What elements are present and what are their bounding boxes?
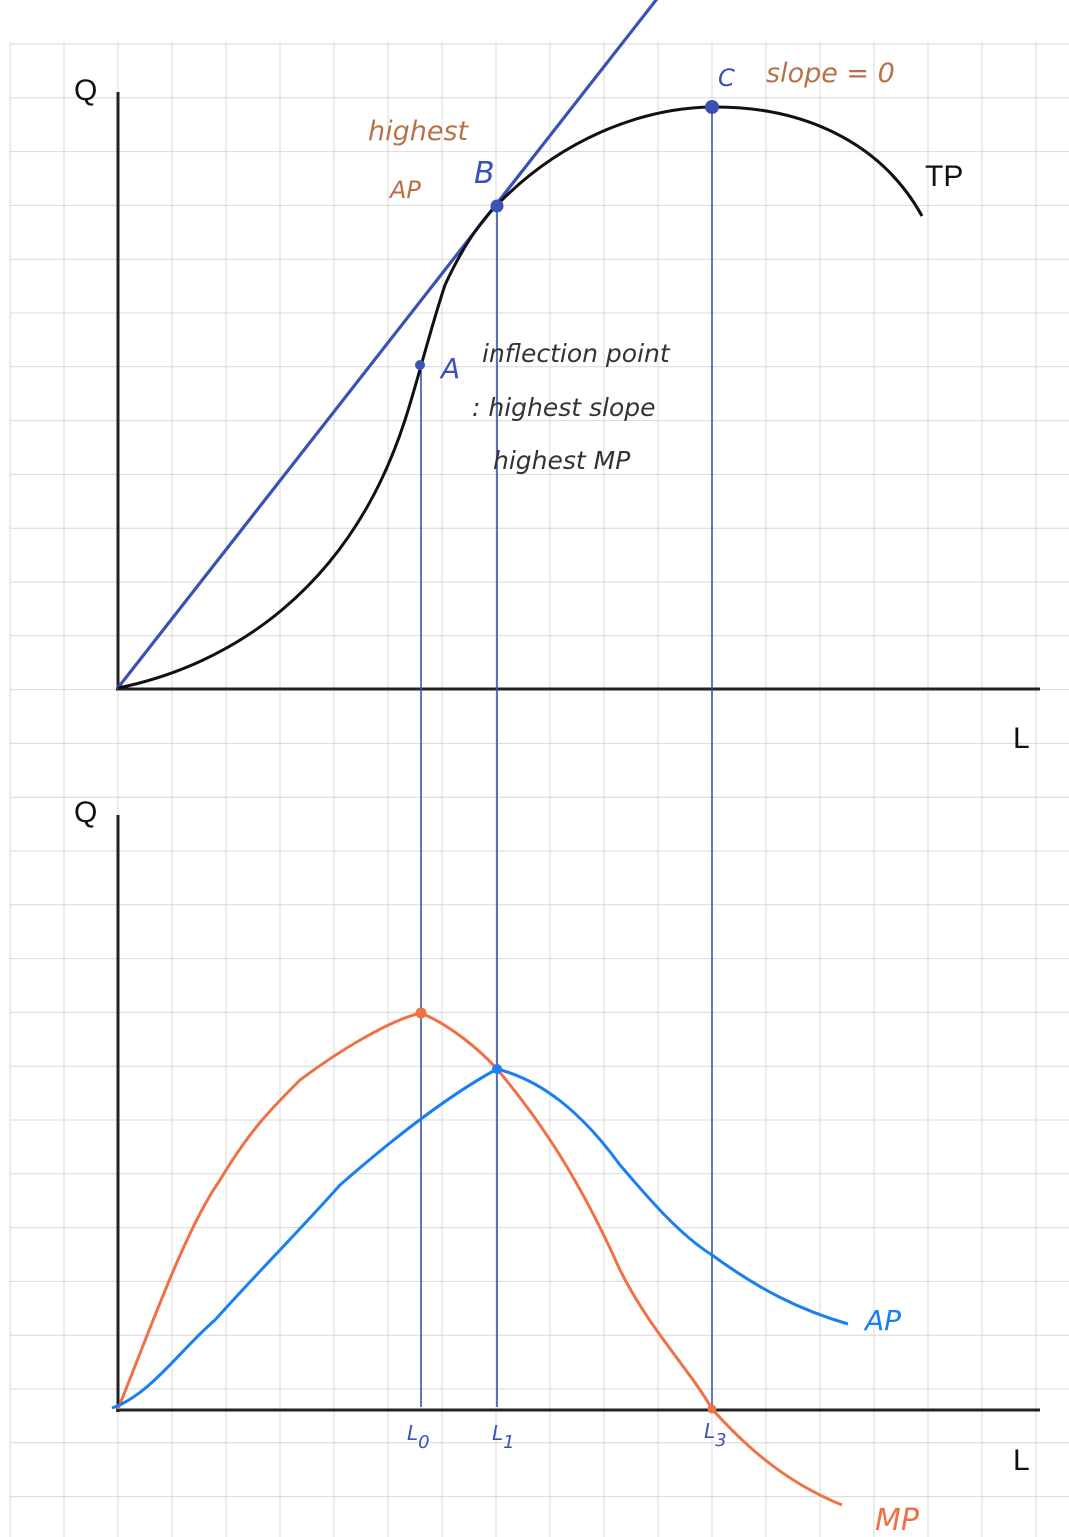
- mp-zero-marker: [707, 1404, 717, 1414]
- point-b-marker: [490, 199, 504, 213]
- inflection-note-line2: : highest slope: [472, 393, 656, 422]
- tangent-ray: [115, 0, 659, 690]
- tick-label-l1: L1: [492, 1421, 515, 1453]
- point-b-label: B: [474, 156, 495, 191]
- mp-peak-marker: [415, 1007, 427, 1019]
- point-a-label: A: [439, 352, 460, 385]
- ap-mp-intersection-marker: [492, 1064, 502, 1074]
- bottom-x-axis-label: L: [1013, 1444, 1030, 1477]
- inflection-note-line3: highest MP: [493, 446, 631, 475]
- ap-curve: [111, 1067, 849, 1410]
- tick-label-l3: L3: [704, 1419, 727, 1451]
- slope-zero-note: slope = 0: [766, 58, 895, 89]
- tp-curve-label: TP: [925, 160, 963, 193]
- grid-background: [9, 42, 1069, 1537]
- top-panel: Q L TP A B C highest AP slope = 0 inflec…: [74, 0, 1040, 1407]
- tick-label-l0: L0: [407, 1421, 430, 1453]
- top-x-axis-label: L: [1013, 722, 1030, 755]
- mp-curve-label: MP: [875, 1503, 920, 1537]
- bottom-y-axis-label: Q: [74, 796, 97, 829]
- inflection-note-line1: inflection point: [482, 339, 671, 368]
- highest-ap-note-line1: highest: [368, 116, 470, 147]
- ap-curve-label: AP: [863, 1304, 901, 1337]
- point-a-marker: [415, 360, 425, 370]
- bottom-panel: Q L AP MP L0 L1 L3: [74, 796, 1040, 1537]
- point-c-label: C: [718, 64, 735, 92]
- highest-ap-note-line2: AP: [388, 176, 421, 204]
- tp-curve: [117, 105, 924, 690]
- mp-curve: [116, 1011, 843, 1507]
- top-y-axis-label: Q: [74, 74, 97, 107]
- point-c-marker: [705, 100, 719, 114]
